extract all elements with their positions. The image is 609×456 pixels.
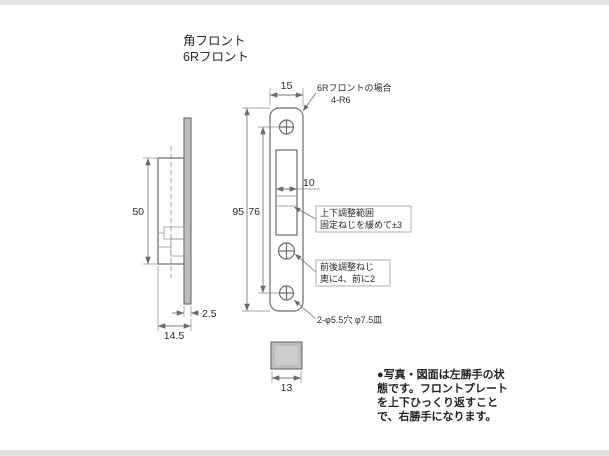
dim-hole-spacing: 76	[248, 206, 260, 218]
latch-slot	[275, 149, 298, 236]
footer-note-line-2: 態です。フロントプレート	[377, 381, 508, 395]
leader-corner	[302, 92, 317, 112]
title-line-2: 6Rフロント	[183, 50, 249, 64]
leader-holes	[293, 299, 317, 320]
page-top-edge	[0, 0, 609, 5]
footer-note-line-4: で、右勝手になります。	[377, 409, 496, 423]
side-view: 50 2.5 14.5	[132, 117, 217, 342]
callout-box-vertical-adjust	[315, 205, 412, 233]
diagram-title: 角フロント 6Rフロント	[183, 34, 249, 64]
callout-corner-line-1: 6Rフロントの場合	[317, 82, 392, 93]
side-latch-detail-lower	[170, 238, 185, 257]
bottom-screw-hole	[278, 285, 295, 301]
callout-holes-line-1: 2-φ5.5穴 φ7.5皿	[317, 314, 382, 325]
callout-screw-adjust-line-1: 前後調整ねじ	[320, 261, 374, 272]
callout-screw-adjust-line-2: 奥に4、前に2	[320, 273, 375, 284]
adjust-screw	[277, 242, 296, 260]
leader-screw-adjust	[294, 253, 317, 273]
footer-note-line-3: を上下ひっくり返すこと	[377, 395, 498, 409]
callout-vertical-adjust-line-1: 上下調整範囲	[320, 207, 374, 218]
front-plate-outline	[269, 107, 304, 312]
footer-note: ●写真・図面は左勝手の状 態です。フロントプレート を上下ひっくり返すこと で、…	[377, 367, 508, 423]
dim-case-height: 50	[132, 206, 144, 218]
title-line-1: 角フロント	[183, 34, 246, 48]
side-faceplate	[183, 117, 192, 305]
dim-latch-width: 13	[281, 382, 293, 394]
callouts: 6Rフロントの場合 4-R6 上下調整範囲 固定ねじを緩めて±3 前後調整ねじ …	[293, 82, 412, 325]
callout-corner-line-2: 4-R6	[331, 95, 351, 105]
callout-box-screw-adjust	[315, 259, 391, 287]
footer-note-line-1: ●写真・図面は左勝手の状	[377, 367, 506, 381]
dim-plate-thickness: 2.5	[202, 308, 217, 320]
dim-slot-width: 10	[303, 177, 315, 189]
front-view: 15 95 76 10	[232, 80, 320, 312]
leader-vertical-adjust	[293, 206, 317, 220]
top-screw-hole	[278, 119, 295, 135]
latch-head-inner	[275, 346, 298, 365]
page-bottom-edge	[0, 450, 609, 456]
callout-vertical-adjust-line-2: 固定ねじを緩めて±3	[320, 219, 402, 230]
dim-front-width: 15	[281, 80, 293, 92]
latch-view: 13	[270, 341, 303, 394]
dim-side-depth: 14.5	[164, 330, 185, 342]
dim-front-height: 95	[232, 206, 244, 218]
